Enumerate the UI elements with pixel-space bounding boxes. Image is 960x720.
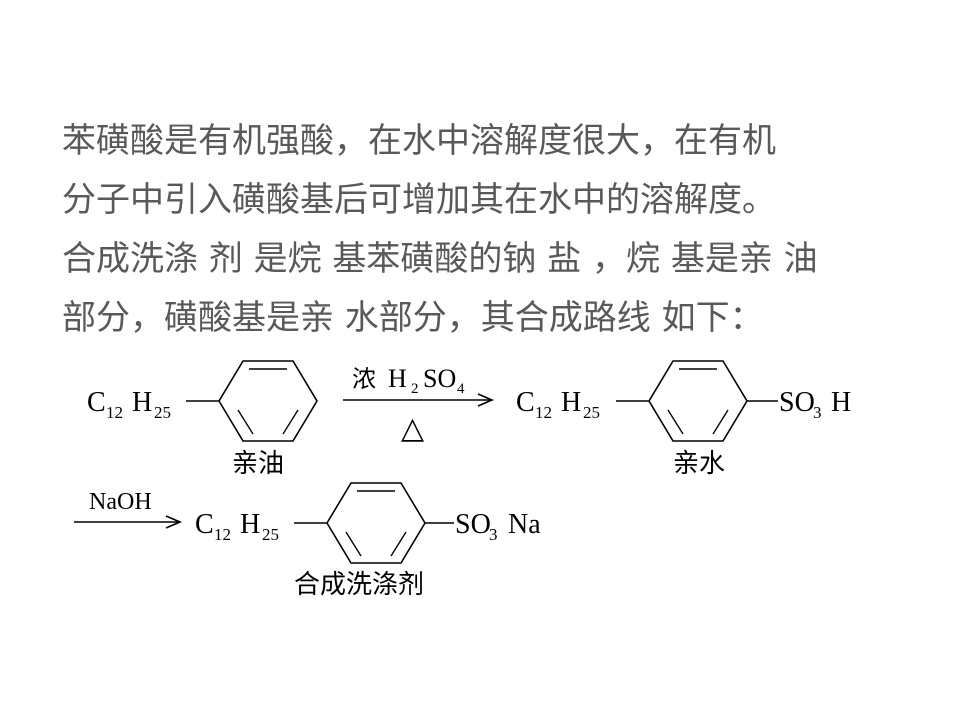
reactant-h-atom: H xyxy=(132,387,152,418)
detergent-so-group: SO xyxy=(455,509,491,540)
acid-h-atom: H xyxy=(561,387,581,418)
detergent-c-subscript: 12 xyxy=(214,525,231,544)
detergent-h-atom: H xyxy=(240,509,260,540)
detergent-so-subscript: 3 xyxy=(489,525,498,544)
paragraph-line-4: 部分，磺酸基是亲 水部分，其合成路线 如下： xyxy=(62,298,764,338)
acid-terminal-h: H xyxy=(831,387,851,418)
detergent-h-subscript: 25 xyxy=(262,525,279,544)
acid-so-group: SO xyxy=(779,387,815,418)
reactant-molecule: C 12 H 25 亲油 xyxy=(87,360,318,479)
arrow-head-1-icon xyxy=(477,393,495,407)
naoh-reagent: NaOH xyxy=(89,489,152,515)
reactant-c-subscript: 12 xyxy=(106,403,123,422)
reagent-so-group: SO xyxy=(423,364,456,393)
detergent-na-atom: Na xyxy=(508,509,541,540)
heat-condition-icon: △ xyxy=(401,411,424,446)
reactant-label: 亲油 xyxy=(232,449,284,479)
reactant-h-subscript: 25 xyxy=(154,403,171,422)
benzene-ring-icon xyxy=(648,360,748,442)
reactant-c-atom: C xyxy=(87,387,106,418)
reagent-so-subscript: 4 xyxy=(457,381,465,397)
description-paragraph: 苯磺酸是有机强酸，在水中溶解度很大，在有机 分子中引入磺酸基后可增加其在水中的溶… xyxy=(62,112,902,348)
acid-so-subscript: 3 xyxy=(813,403,822,422)
detergent-c-atom: C xyxy=(195,509,214,540)
acid-c-subscript: 12 xyxy=(535,403,552,422)
benzene-ring-icon xyxy=(218,360,318,442)
reagent-prefix: 浓 xyxy=(352,365,376,393)
paragraph-line-1: 苯磺酸是有机强酸，在水中溶解度很大，在有机 xyxy=(62,121,776,161)
sulfonic-acid-molecule: C 12 H 25 SO 3 H 亲水 xyxy=(516,360,851,479)
acid-label: 亲水 xyxy=(673,449,725,479)
paragraph-line-3: 合成洗涤 剂 是烷 基苯磺酸的钠 盐 ，烷 基是亲 油 xyxy=(62,239,818,279)
acid-h-subscript: 25 xyxy=(583,403,600,422)
reaction-arrow-2: NaOH xyxy=(74,489,183,529)
reagent-h-subscript: 2 xyxy=(411,381,419,397)
reaction-arrow-1: 浓 H 2 SO 4 △ xyxy=(343,364,495,446)
arrow-head-2-icon xyxy=(165,515,183,529)
acid-c-atom: C xyxy=(516,387,535,418)
benzene-ring-icon xyxy=(326,482,426,564)
paragraph-line-2: 分子中引入磺酸基后可增加其在水中的溶解度。 xyxy=(62,180,776,220)
detergent-label: 合成洗涤剂 xyxy=(294,570,424,600)
reagent-h-atom: H xyxy=(388,364,407,393)
detergent-molecule: C 12 H 25 SO 3 Na 合成洗涤剂 xyxy=(195,482,541,600)
